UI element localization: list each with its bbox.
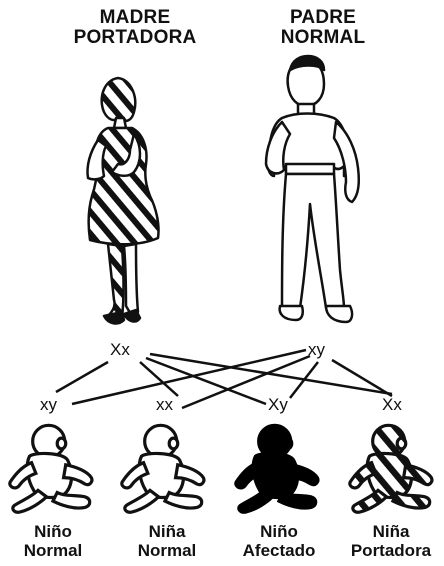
cross-lines [56,350,392,408]
child4-label-line2: Portadora [336,541,444,560]
child3-label: Niño Afectado [224,522,334,560]
child3-label-line2: Afectado [224,541,334,560]
child4-label: Niña Portadora [336,522,444,560]
line-mother-child1 [56,362,108,392]
child3-genotype: Xy [268,395,288,415]
child2-label-line1: Niña [112,522,222,541]
child4-genotype: Xx [382,395,402,415]
child2-label: Niña Normal [112,522,222,560]
child1-genotype: xy [40,395,57,415]
child3-label-line1: Niño [224,522,334,541]
baby-affected-boy [236,425,318,512]
baby-carrier-girl [350,425,432,512]
father-figure [266,56,359,322]
father-genotype: xy [308,340,325,360]
child1-label-line1: Niño [0,522,108,541]
baby-normal-girl [122,425,204,512]
child4-label-line1: Niña [336,522,444,541]
child1-label: Niño Normal [0,522,108,560]
child2-genotype: xx [156,395,173,415]
mother-figure [87,78,158,323]
baby-normal-boy [10,425,92,512]
line-father-child4 [332,360,392,396]
mother-genotype: Xx [110,340,130,360]
child1-label-line2: Normal [0,541,108,560]
child2-label-line2: Normal [112,541,222,560]
